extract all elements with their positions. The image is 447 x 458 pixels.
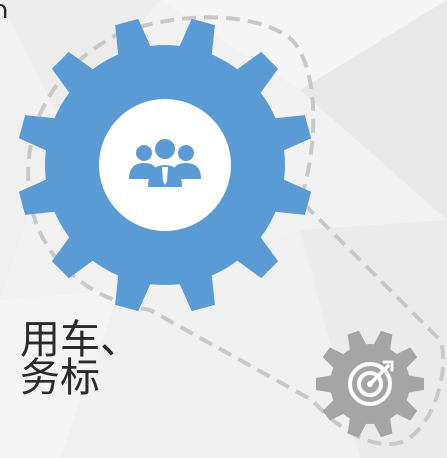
big-gear (18, 18, 312, 312)
small-gear (316, 330, 424, 438)
target-icon (348, 360, 394, 406)
top-text-fragment: ר (0, 0, 9, 25)
team-people-icon (129, 139, 201, 187)
small-gear-tooth (406, 375, 424, 393)
body-text-line-2: 务标 (20, 355, 100, 401)
big-gear-tooth (230, 51, 279, 100)
small-gear-tooth (316, 375, 334, 393)
big-gear-tooth (230, 230, 279, 279)
small-gear-tooth (393, 347, 418, 371)
body-text-line-1: 用车、 (20, 317, 140, 363)
small-gear-tooth (393, 397, 418, 421)
small-gear-tooth (322, 397, 347, 421)
big-gear-tooth (51, 51, 100, 100)
small-gear-tooth (322, 347, 347, 371)
big-gear-tooth (51, 230, 100, 279)
